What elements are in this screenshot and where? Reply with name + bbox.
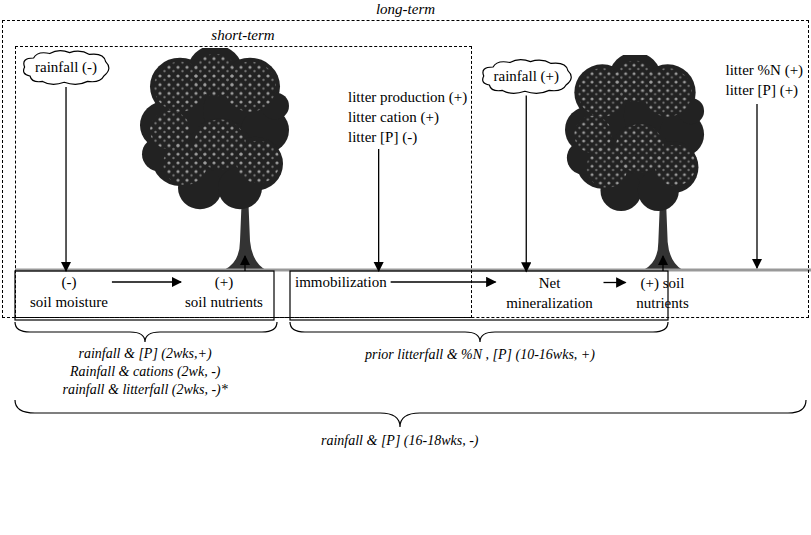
lag-label: rainfall & litterfall (2wks, -)* <box>63 381 228 399</box>
node-text: immobilization <box>295 272 387 292</box>
litter-inputs: litter production (+)litter cation (+)li… <box>348 87 467 147</box>
brace <box>15 400 806 427</box>
brace <box>290 322 668 342</box>
rainfall-cloud: rainfall (+) <box>480 58 574 94</box>
node-text: soil nutrients <box>185 292 263 312</box>
soil-box <box>15 271 274 320</box>
litter-inputs: litter %N (+)litter [P] (+) <box>726 60 804 100</box>
node-text: litter [P] (+) <box>726 80 804 100</box>
tree-illustration <box>565 52 704 270</box>
lag-label: Rainfall & cations (2wk, -) <box>70 363 220 381</box>
node-text: litter production (+) <box>348 87 467 107</box>
soil-box <box>290 271 668 320</box>
rainfall-cloud: rainfall (-) <box>21 49 111 85</box>
tree-illustration <box>140 45 289 270</box>
cloud-shape <box>24 51 109 85</box>
flow-arrow <box>526 96 527 272</box>
node-text: Net mineralization <box>500 273 600 313</box>
node-text: soil moisture <box>30 292 108 312</box>
node-text: (-) <box>30 272 108 292</box>
flow-arrow <box>112 281 181 282</box>
flow-arrow <box>65 87 66 271</box>
node-text: litter [P] (-) <box>348 127 467 147</box>
node-text: rainfall (+) <box>494 66 560 86</box>
uptake-arrow <box>244 256 245 271</box>
long-term-region: long-termshort-termrainfall (-)(-)soil m… <box>2 20 809 318</box>
flow-arrow <box>378 149 379 271</box>
region-title: short-term <box>16 25 471 45</box>
region-title: long-term <box>3 0 808 19</box>
soil-process: (+)soil nutrients <box>185 272 263 312</box>
cloud-shape <box>482 59 571 93</box>
node-text: litter %N (+) <box>726 60 804 80</box>
short-term-region: short-termrainfall (-)(-)soil moisture(+… <box>15 46 472 318</box>
node-text: (+) <box>185 272 263 292</box>
soil-process: (+) soil nutrients <box>630 273 696 313</box>
node-text: (+) soil nutrients <box>630 273 696 313</box>
soil-process: (-)soil moisture <box>30 272 108 312</box>
soil-process: immobilization <box>295 272 387 292</box>
brace <box>15 322 277 342</box>
node-text: litter cation (+) <box>348 107 467 127</box>
uptake-arrow <box>662 256 663 271</box>
lag-label: rainfall & [P] (16-18wks, -) <box>321 432 479 450</box>
flow-arrow <box>391 281 496 282</box>
litter-arrow <box>756 104 757 268</box>
lag-label: prior litterfall & %N , [P] (10-16wks, +… <box>365 346 595 364</box>
node-text: rainfall (-) <box>35 57 97 77</box>
soil-process: Net mineralization <box>500 273 600 313</box>
lag-label: rainfall & [P] (2wks,+) <box>79 345 212 363</box>
flow-arrow <box>604 282 626 283</box>
